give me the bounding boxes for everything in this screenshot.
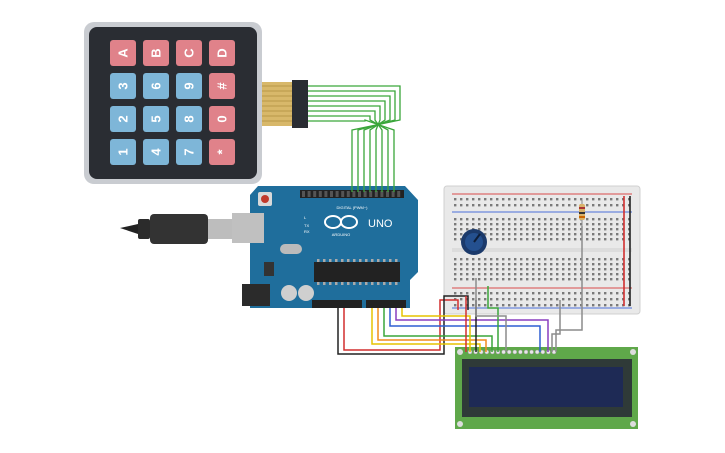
capacitor [281, 285, 297, 301]
keypad-key[interactable]: 0 [209, 106, 235, 132]
wire-a3-blue [389, 308, 541, 352]
key-label: 1 [116, 148, 131, 155]
keypad-ribbon-connector [262, 80, 308, 128]
key-label: 5 [149, 115, 164, 122]
usb-connector [208, 219, 234, 239]
arduino-uno-board[interactable]: DIGITAL (PWM~) ARDUINO UNO TX RX L POWER… [232, 186, 418, 313]
wire-keypad-green [308, 105, 381, 192]
wire-keypad-green [308, 95, 391, 192]
digital-label: DIGITAL (PWM~) [337, 205, 369, 210]
keypad-key[interactable]: A [110, 40, 136, 66]
keypad-key[interactable]: D [209, 40, 235, 66]
wire-gray-2 [475, 278, 507, 352]
wire-keypad-green [308, 100, 386, 192]
wire-keypad-green [308, 115, 389, 192]
wire-gnd-black [337, 295, 469, 355]
keypad-keys[interactable]: A B C D 3 6 9 #2 5 8 0 1 4 7 * [110, 40, 235, 165]
brand-label: ARDUINO [332, 232, 350, 237]
keypad-key[interactable]: 2 [110, 106, 136, 132]
key-label: D [215, 48, 230, 57]
keypad-key[interactable]: 5 [143, 106, 169, 132]
key-label: 4 [149, 148, 164, 156]
keypad-key[interactable]: B [143, 40, 169, 66]
keypad-key[interactable]: 6 [143, 73, 169, 99]
arduino-logo: ARDUINO [324, 215, 358, 237]
key-label: 7 [182, 148, 197, 155]
lcd-16x2[interactable] [455, 347, 638, 429]
key-label: A [116, 48, 131, 58]
keypad-key[interactable]: 8 [176, 106, 202, 132]
crystal [280, 244, 302, 254]
key-label: C [182, 48, 197, 58]
keypad-key[interactable]: 7 [176, 139, 202, 165]
key-label: B [149, 48, 164, 57]
wire-a5-yellow [401, 308, 471, 352]
keypad-key[interactable]: C [176, 40, 202, 66]
keypad[interactable]: A B C D 3 6 9 #2 5 8 0 1 4 7 * [84, 22, 308, 184]
keypad-key[interactable]: 9 [176, 73, 202, 99]
analog-header [366, 300, 406, 308]
wire-a1-orange [377, 308, 487, 352]
key-label: 8 [182, 115, 197, 122]
wire-keypad-green [308, 119, 395, 192]
wire-gnd-gray [551, 300, 561, 352]
wire-resistor-gray [555, 226, 583, 352]
keypad-key[interactable]: 3 [110, 73, 136, 99]
lcd-screen [469, 367, 623, 407]
key-label: 2 [116, 115, 131, 122]
key-label: * [215, 149, 230, 155]
key-label: 6 [149, 82, 164, 89]
digital-header [300, 190, 404, 198]
wire-keypad-green [308, 85, 401, 192]
keypad-key[interactable]: 4 [143, 139, 169, 165]
tx-label: TX [304, 223, 309, 228]
wire-a2-green [383, 308, 493, 352]
keypad-key[interactable]: # [209, 73, 235, 99]
rx-label: RX [304, 229, 310, 234]
wire-5v-red [343, 299, 459, 351]
key-label: # [215, 82, 230, 90]
wire-a0-yellow [371, 308, 481, 352]
wire-keypad-green [308, 90, 396, 192]
atmega-chip [314, 262, 400, 282]
usb-port [232, 213, 264, 243]
wire-pot-green [487, 286, 499, 352]
power-jack [242, 284, 270, 306]
l-label: L [304, 215, 307, 220]
resistor[interactable] [579, 200, 585, 226]
keypad-key[interactable]: * [209, 139, 235, 165]
capacitor [298, 285, 314, 301]
wire-keypad-green [308, 110, 383, 192]
keypad-key[interactable]: 1 [110, 139, 136, 165]
key-label: 3 [116, 82, 131, 89]
breadboard[interactable] [443, 185, 641, 315]
analog-label: ANALOG IN [375, 308, 397, 313]
key-label: 9 [182, 82, 197, 89]
potentiometer[interactable] [461, 229, 487, 255]
wires[interactable] [308, 85, 583, 355]
wire-a4-purple [395, 308, 549, 352]
power-header [312, 300, 362, 308]
key-label: 0 [215, 115, 230, 122]
uno-label: UNO [368, 218, 393, 230]
